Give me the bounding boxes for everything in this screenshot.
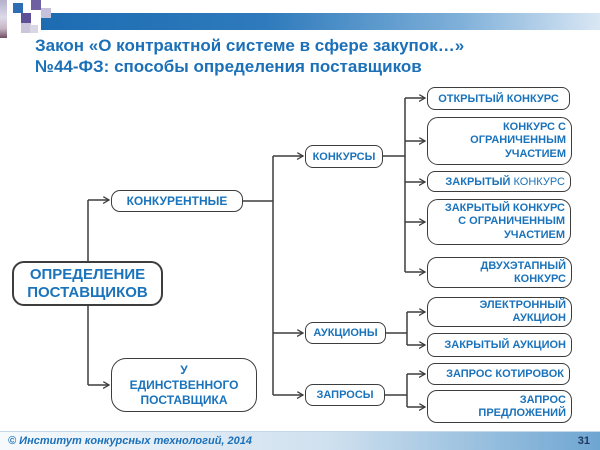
node-zakrytyj-auktsion: ЗАКРЫТЫЙ АУКЦИОН xyxy=(427,333,572,357)
node-elektronnyj-auktsion: ЭЛЕКТРОННЫЙ АУКЦИОН xyxy=(427,297,572,327)
slide-title-line2: №44-ФЗ: способы определения поставщиков xyxy=(35,56,422,76)
footer-page-number: 31 xyxy=(577,435,590,447)
mosaic-square xyxy=(21,13,31,23)
footer-copyright: © Институт конкурсных технологий, 2014 xyxy=(8,435,253,447)
node-konkurentnye: КОНКУРЕНТНЫЕ xyxy=(111,190,243,212)
node-zakrytyj-konkurs-s-ogranichennym-uchastiem: ЗАКРЫТЫЙ КОНКУРС С ОГРАНИЧЕННЫМ УЧАСТИЕМ xyxy=(427,199,571,245)
node-zakrytyj-konkurs: ЗАКРЫТЫЙ КОНКУРС xyxy=(427,171,571,192)
node-zaprosy: ЗАПРОСЫ xyxy=(305,384,385,406)
mosaic-square xyxy=(41,8,51,18)
node-konkursy: КОНКУРСЫ xyxy=(305,145,383,168)
slide-footer: © Институт конкурсных технологий, 2014 3… xyxy=(0,431,600,450)
left-accent-bar xyxy=(0,0,7,38)
mosaic-square xyxy=(31,0,41,10)
mosaic-square xyxy=(30,25,38,33)
slide-title-line1: Закон «О контрактной системе в сфере зак… xyxy=(35,36,465,55)
node-zakrytyj-konkurs-regular: КОНКУРС xyxy=(510,175,565,188)
header-gradient-bar xyxy=(41,13,600,30)
node-auktsiony: АУКЦИОНЫ xyxy=(305,322,386,344)
node-otkrytyj-konkurs: ОТКРЫТЫЙ КОНКУРС xyxy=(427,87,570,110)
node-zapros-kotirovok: ЗАПРОС КОТИРОВОК xyxy=(427,363,570,385)
node-zapros-predlozhenij: ЗАПРОС ПРЕДЛОЖЕНИЙ xyxy=(427,390,572,423)
node-zakrytyj-konkurs-bold: ЗАКРЫТЫЙ xyxy=(445,175,511,188)
node-opredelenie-postavshchikov: ОПРЕДЕЛЕНИЕ ПОСТАВЩИКОВ xyxy=(12,261,163,306)
node-dvuhetapnyj-konkurs: ДВУХЭТАПНЫЙ КОНКУРС xyxy=(427,257,572,288)
mosaic-square xyxy=(21,23,31,33)
node-konkurs-s-ogranichennym-uchastiem: КОНКУРС С ОГРАНИЧЕННЫМ УЧАСТИЕМ xyxy=(427,117,572,165)
mosaic-square xyxy=(13,3,23,13)
node-u-edinstvennogo-postavshchika: У ЕДИНСТВЕННОГО ПОСТАВЩИКА xyxy=(111,358,257,412)
slide-title: Закон «О контрактной системе в сфере зак… xyxy=(35,36,590,77)
